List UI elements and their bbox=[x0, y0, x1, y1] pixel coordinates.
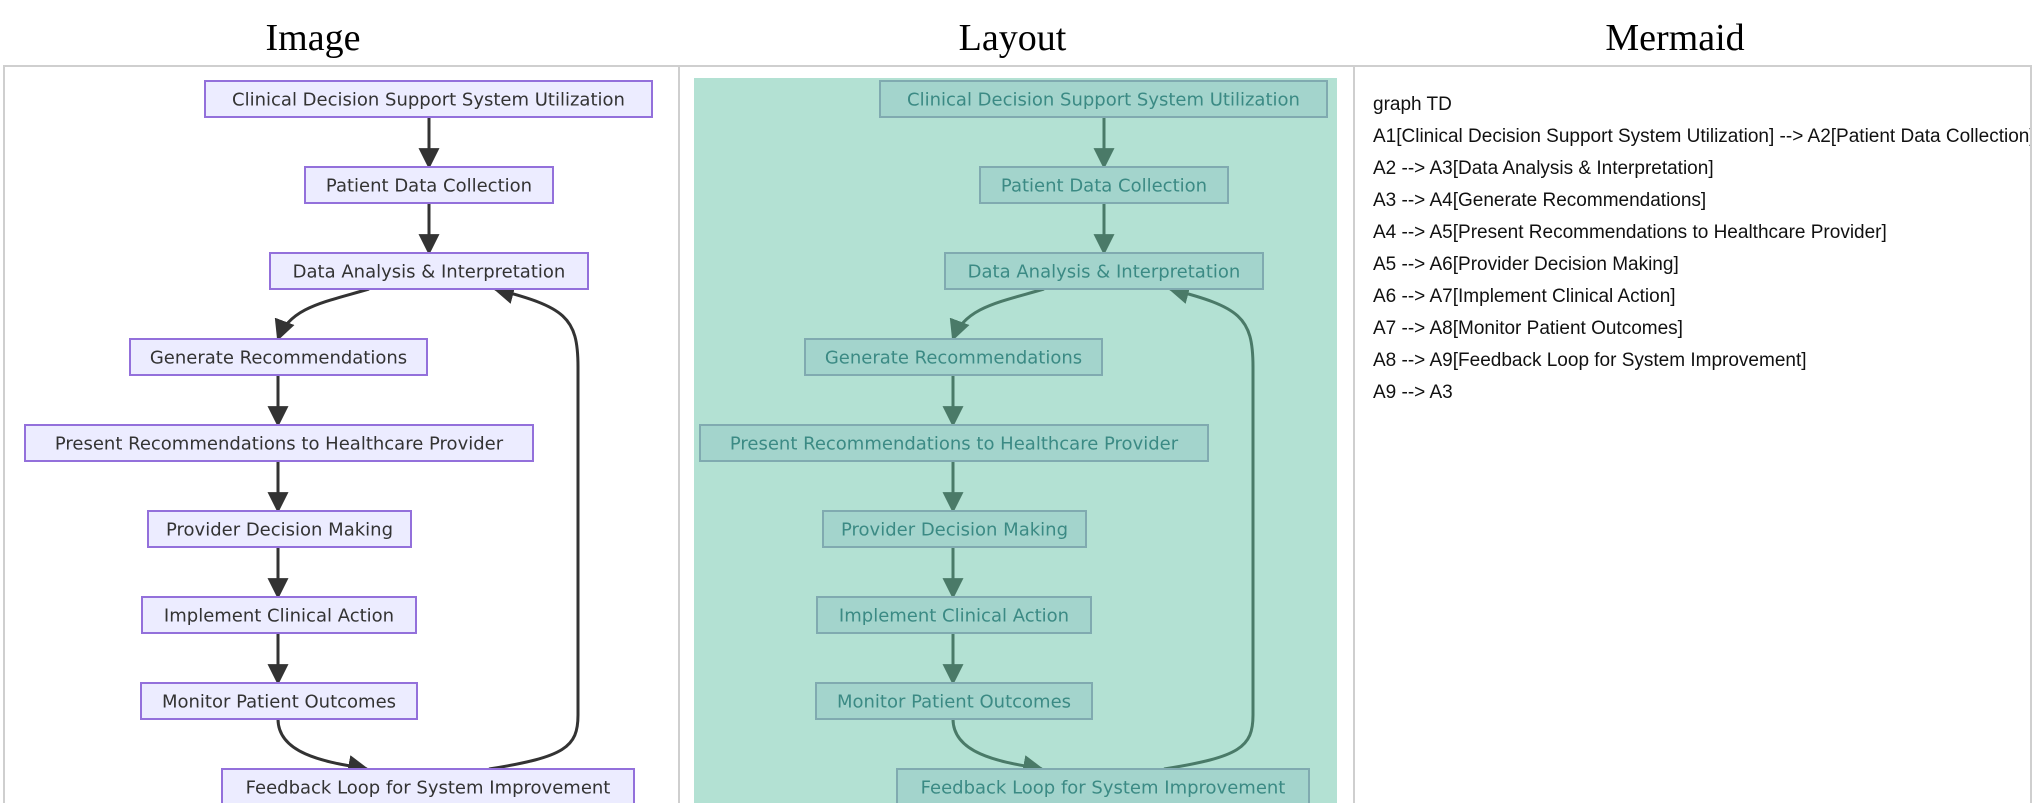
node-box bbox=[944, 252, 1264, 290]
mermaid-line: A2 --> A3[Data Analysis & Interpretation… bbox=[1373, 158, 1714, 179]
node-box bbox=[804, 338, 1103, 376]
edge-a8-to-a9 bbox=[951, 718, 1045, 776]
node-box bbox=[204, 80, 653, 118]
node-a1: Clinical Decision Support System Utiliza… bbox=[204, 80, 653, 118]
image-flowchart: Clinical Decision Support System Utiliza… bbox=[24, 80, 653, 803]
node-box bbox=[896, 768, 1310, 803]
node-box bbox=[815, 682, 1093, 720]
edge-a8-to-a9 bbox=[276, 718, 370, 776]
node-a3: Data Analysis & Interpretation bbox=[269, 252, 589, 290]
edge-a3-to-a4 bbox=[949, 287, 1045, 341]
node-label: Feedback Loop for System Improvement bbox=[921, 778, 1286, 799]
node-box bbox=[140, 682, 418, 720]
mermaid-line: A1[Clinical Decision Support System Util… bbox=[1373, 126, 2032, 147]
node-box bbox=[129, 338, 428, 376]
node-box bbox=[221, 768, 635, 803]
node-a5: Present Recommendations to Healthcare Pr… bbox=[699, 424, 1209, 462]
node-a3: Data Analysis & Interpretation bbox=[944, 252, 1264, 290]
node-a9: Feedback Loop for System Improvement bbox=[221, 768, 635, 803]
node-a7: Implement Clinical Action bbox=[816, 596, 1092, 634]
edge-a9-to-a3 bbox=[488, 283, 580, 771]
node-box bbox=[822, 510, 1087, 548]
node-label: Generate Recommendations bbox=[825, 348, 1082, 369]
node-label: Data Analysis & Interpretation bbox=[293, 262, 566, 283]
mermaid-line: A9 --> A3 bbox=[1373, 382, 1453, 403]
node-box bbox=[879, 80, 1328, 118]
node-label: Patient Data Collection bbox=[1001, 176, 1207, 197]
node-a8: Monitor Patient Outcomes bbox=[140, 682, 418, 720]
image-column-title: Image bbox=[265, 17, 361, 59]
edge-a3-to-a4 bbox=[274, 287, 370, 341]
node-a5: Present Recommendations to Healthcare Pr… bbox=[24, 424, 534, 462]
node-label: Feedback Loop for System Improvement bbox=[246, 778, 611, 799]
node-a1: Clinical Decision Support System Utiliza… bbox=[879, 80, 1328, 118]
node-a4: Generate Recommendations bbox=[804, 338, 1103, 376]
node-a6: Provider Decision Making bbox=[822, 510, 1087, 548]
mermaid-line: A4 --> A5[Present Recommendations to Hea… bbox=[1373, 222, 1887, 243]
mermaid-code-block: graph TD A1[Clinical Decision Support Sys… bbox=[1373, 89, 2032, 409]
node-box bbox=[816, 596, 1092, 634]
image-panel: Clinical Decision Support System Utiliza… bbox=[3, 65, 680, 803]
node-label: Data Analysis & Interpretation bbox=[968, 262, 1241, 283]
node-a7: Implement Clinical Action bbox=[141, 596, 417, 634]
node-a8: Monitor Patient Outcomes bbox=[815, 682, 1093, 720]
node-box bbox=[699, 424, 1209, 462]
mermaid-line: A5 --> A6[Provider Decision Making] bbox=[1373, 254, 1679, 275]
node-label: Clinical Decision Support System Utiliza… bbox=[232, 90, 625, 111]
node-label: Monitor Patient Outcomes bbox=[162, 692, 396, 713]
node-a9: Feedback Loop for System Improvement bbox=[896, 768, 1310, 803]
node-label: Provider Decision Making bbox=[841, 520, 1068, 541]
edge-a9-to-a3 bbox=[1163, 283, 1255, 771]
node-label: Clinical Decision Support System Utiliza… bbox=[907, 90, 1300, 111]
node-label: Patient Data Collection bbox=[326, 176, 532, 197]
node-a2: Patient Data Collection bbox=[979, 166, 1229, 204]
node-label: Monitor Patient Outcomes bbox=[837, 692, 1071, 713]
node-label: Present Recommendations to Healthcare Pr… bbox=[730, 434, 1179, 455]
node-box bbox=[24, 424, 534, 462]
node-label: Generate Recommendations bbox=[150, 348, 407, 369]
node-box bbox=[269, 252, 589, 290]
node-a6: Provider Decision Making bbox=[147, 510, 412, 548]
node-a4: Generate Recommendations bbox=[129, 338, 428, 376]
node-label: Implement Clinical Action bbox=[839, 606, 1069, 627]
mermaid-line: A8 --> A9[Feedback Loop for System Impro… bbox=[1373, 350, 1807, 371]
layout-panel: Clinical Decision Support System Utiliza… bbox=[678, 65, 1355, 803]
mermaid-line: A7 --> A8[Monitor Patient Outcomes] bbox=[1373, 318, 1683, 339]
mermaid-line: A6 --> A7[Implement Clinical Action] bbox=[1373, 286, 1676, 307]
mermaid-line: graph TD bbox=[1373, 94, 1452, 115]
layout-column-title: Layout bbox=[958, 17, 1067, 59]
node-a2: Patient Data Collection bbox=[304, 166, 554, 204]
node-label: Present Recommendations to Healthcare Pr… bbox=[55, 434, 504, 455]
node-label: Provider Decision Making bbox=[166, 520, 393, 541]
layout-flowchart: Clinical Decision Support System Utiliza… bbox=[699, 80, 1328, 803]
node-box bbox=[141, 596, 417, 634]
mermaid-panel: graph TD A1[Clinical Decision Support Sys… bbox=[1353, 65, 2032, 803]
node-box bbox=[979, 166, 1229, 204]
mermaid-column-title: Mermaid bbox=[1605, 17, 1745, 59]
node-label: Implement Clinical Action bbox=[164, 606, 394, 627]
node-box bbox=[304, 166, 554, 204]
node-box bbox=[147, 510, 412, 548]
mermaid-line: A3 --> A4[Generate Recommendations] bbox=[1373, 190, 1707, 211]
